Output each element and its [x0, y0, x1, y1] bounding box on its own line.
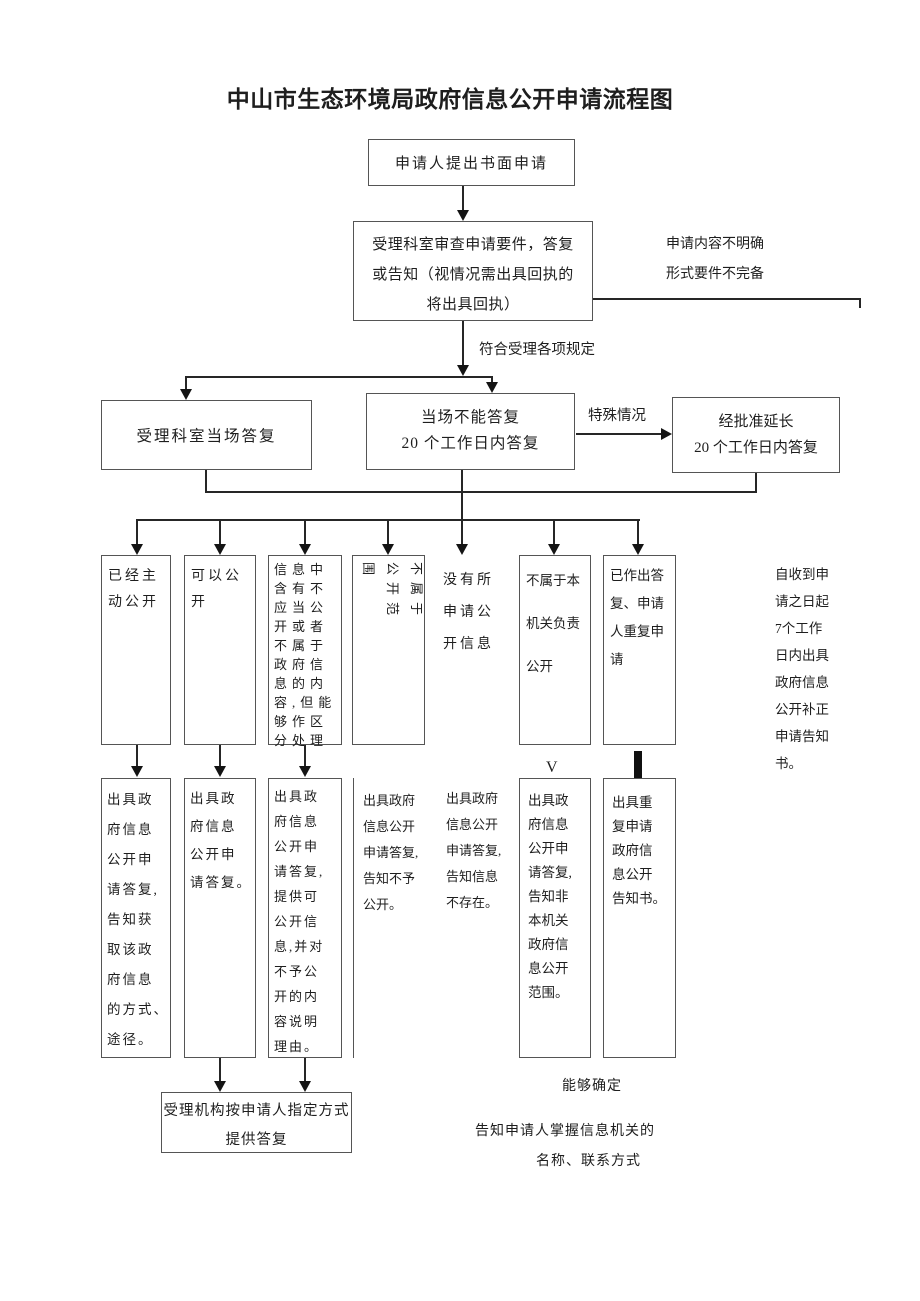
arrowhead-branch-5 — [456, 544, 468, 555]
arrowhead-deliver-1 — [214, 1081, 226, 1092]
label-inform-agency-line1: 告知申请人掌握信息机关的 — [475, 1124, 655, 1139]
connector-branch-line — [185, 376, 493, 378]
v-connector-glyph: V — [546, 759, 558, 776]
connector-outcome-3 — [304, 745, 306, 767]
connector-review-down — [462, 321, 464, 367]
arrowhead-branch-7 — [632, 544, 644, 555]
connector-collector-1 — [205, 491, 757, 493]
arrowhead-delay — [486, 382, 498, 393]
node-onspot-reply: 受理科室当场答复 — [101, 400, 312, 470]
condition-can-public: 可以公 开 — [184, 555, 256, 745]
outcome-can-public: 出具政 府信息 公开申 请答复。 — [184, 778, 256, 1058]
connector-branch-7 — [637, 519, 639, 545]
outcome-partial-public: 出具政 府信息 公开申 请答复, 提供可 公开信 息,并对 不予公 开的内 容说… — [268, 778, 342, 1058]
connector-branch-2 — [219, 519, 221, 545]
condition-not-in-scope: 不属于 公开范 围 — [352, 555, 425, 745]
page-title: 中山市生态环境局政府信息公开申请流程图 — [226, 86, 674, 112]
connector-delay-down — [461, 470, 463, 521]
arrowhead-branch-1 — [131, 544, 143, 555]
connector-apply-review — [462, 186, 464, 212]
connector-stub-onspot — [185, 376, 187, 390]
outcome-info-not-exist: 出具政府 信息公开 申请答复, 告知信息 不存在。 — [446, 791, 502, 910]
outcome-not-this-agency: 出具政 府信息 公开申 请答复, 告知非 本机关 政府信 息公开 范围。 — [519, 778, 591, 1058]
connector-branch-3 — [304, 519, 306, 545]
node-review: 受理科室审查申请要件，答复 或告知（视情况需出具回执的 将出具回执） — [353, 221, 593, 321]
connector-deliver-1 — [219, 1058, 221, 1082]
connector-branch-5 — [461, 519, 463, 545]
arrowhead-outcome-2 — [214, 766, 226, 777]
condition-info-not-exist: 没有所 申请公 开信息 — [443, 573, 494, 652]
label-able-confirm: 能够确定 — [562, 1079, 622, 1094]
arrowhead-outcome-3 — [299, 766, 311, 777]
arrowhead-branch-4 — [382, 544, 394, 555]
connector-review-right — [593, 298, 861, 300]
node-deliver-reply: 受理机构按申请人指定方式 提供答复 — [161, 1092, 352, 1153]
connector-outcome-2 — [219, 745, 221, 767]
arrowhead-branch-3 — [299, 544, 311, 555]
condition-not-in-scope-rotated-text: 不属于 公开范 围 — [361, 562, 424, 623]
arrowhead-deliver-2 — [299, 1081, 311, 1092]
outcome-already-public: 出具政 府信息 公开申 请答复, 告知获 取该政 府信息 的方式、 途径。 — [101, 778, 171, 1058]
outcome-not-in-scope-left-border — [353, 778, 354, 1058]
note-supplement-notice: 自收到申 请之日起 7个工作 日内出具 政府信息 公开补正 申请告知 书。 — [775, 567, 829, 771]
arrowhead-branch-2 — [214, 544, 226, 555]
arrowhead-review — [457, 210, 469, 221]
connector-branch-4 — [387, 519, 389, 545]
node-apply: 申请人提出书面申请 — [368, 139, 575, 186]
connector-deliver-2 — [304, 1058, 306, 1082]
condition-not-this-agency: 不属于本 机关负责 公开 — [519, 555, 591, 745]
outcome-repeat-application: 出具重 复申请 政府信 息公开 告知书。 — [603, 778, 676, 1058]
connector-onspot-down — [205, 470, 207, 493]
arrowhead-extended — [661, 428, 672, 440]
label-inform-agency-line2: 名称、联系方式 — [536, 1154, 641, 1169]
connector-delay-extended — [576, 433, 662, 435]
node-reply-20-days: 当场不能答复 20 个工作日内答复 — [366, 393, 575, 470]
condition-already-public: 已经主 动公开 — [101, 555, 171, 745]
connector-stub-delay — [491, 376, 493, 384]
outcome-not-in-scope: 出具政府 信息公开 申请答复, 告知不予 公开。 — [363, 793, 419, 912]
node-extended-20-days: 经批准延长 20 个工作日内答复 — [672, 397, 840, 473]
arrowhead-outcome-1 — [131, 766, 143, 777]
label-meets-requirements: 符合受理各项规定 — [479, 342, 595, 358]
connector-extended-down — [755, 473, 757, 493]
connector-branch-1 — [136, 519, 138, 545]
connector-outcome-1 — [136, 745, 138, 767]
arrowhead-onspot — [180, 389, 192, 400]
connector-branch-6 — [553, 519, 555, 545]
arrowhead-branch-6 — [548, 544, 560, 555]
thick-bar-connector — [634, 751, 642, 778]
note-unclear-application: 申请内容不明确 形式要件不完备 — [666, 237, 764, 282]
condition-partial-public: 信息中 含有不 应当公 开或者 不属于 政府信 息的内 容,但能 够作区 分处理 — [268, 555, 342, 748]
label-special-case: 特殊情况 — [588, 408, 646, 424]
connector-right-tick — [859, 298, 861, 308]
arrowhead-branch — [457, 365, 469, 376]
condition-repeat-application: 已作出答 复、申请 人重复申 请 — [603, 555, 676, 745]
